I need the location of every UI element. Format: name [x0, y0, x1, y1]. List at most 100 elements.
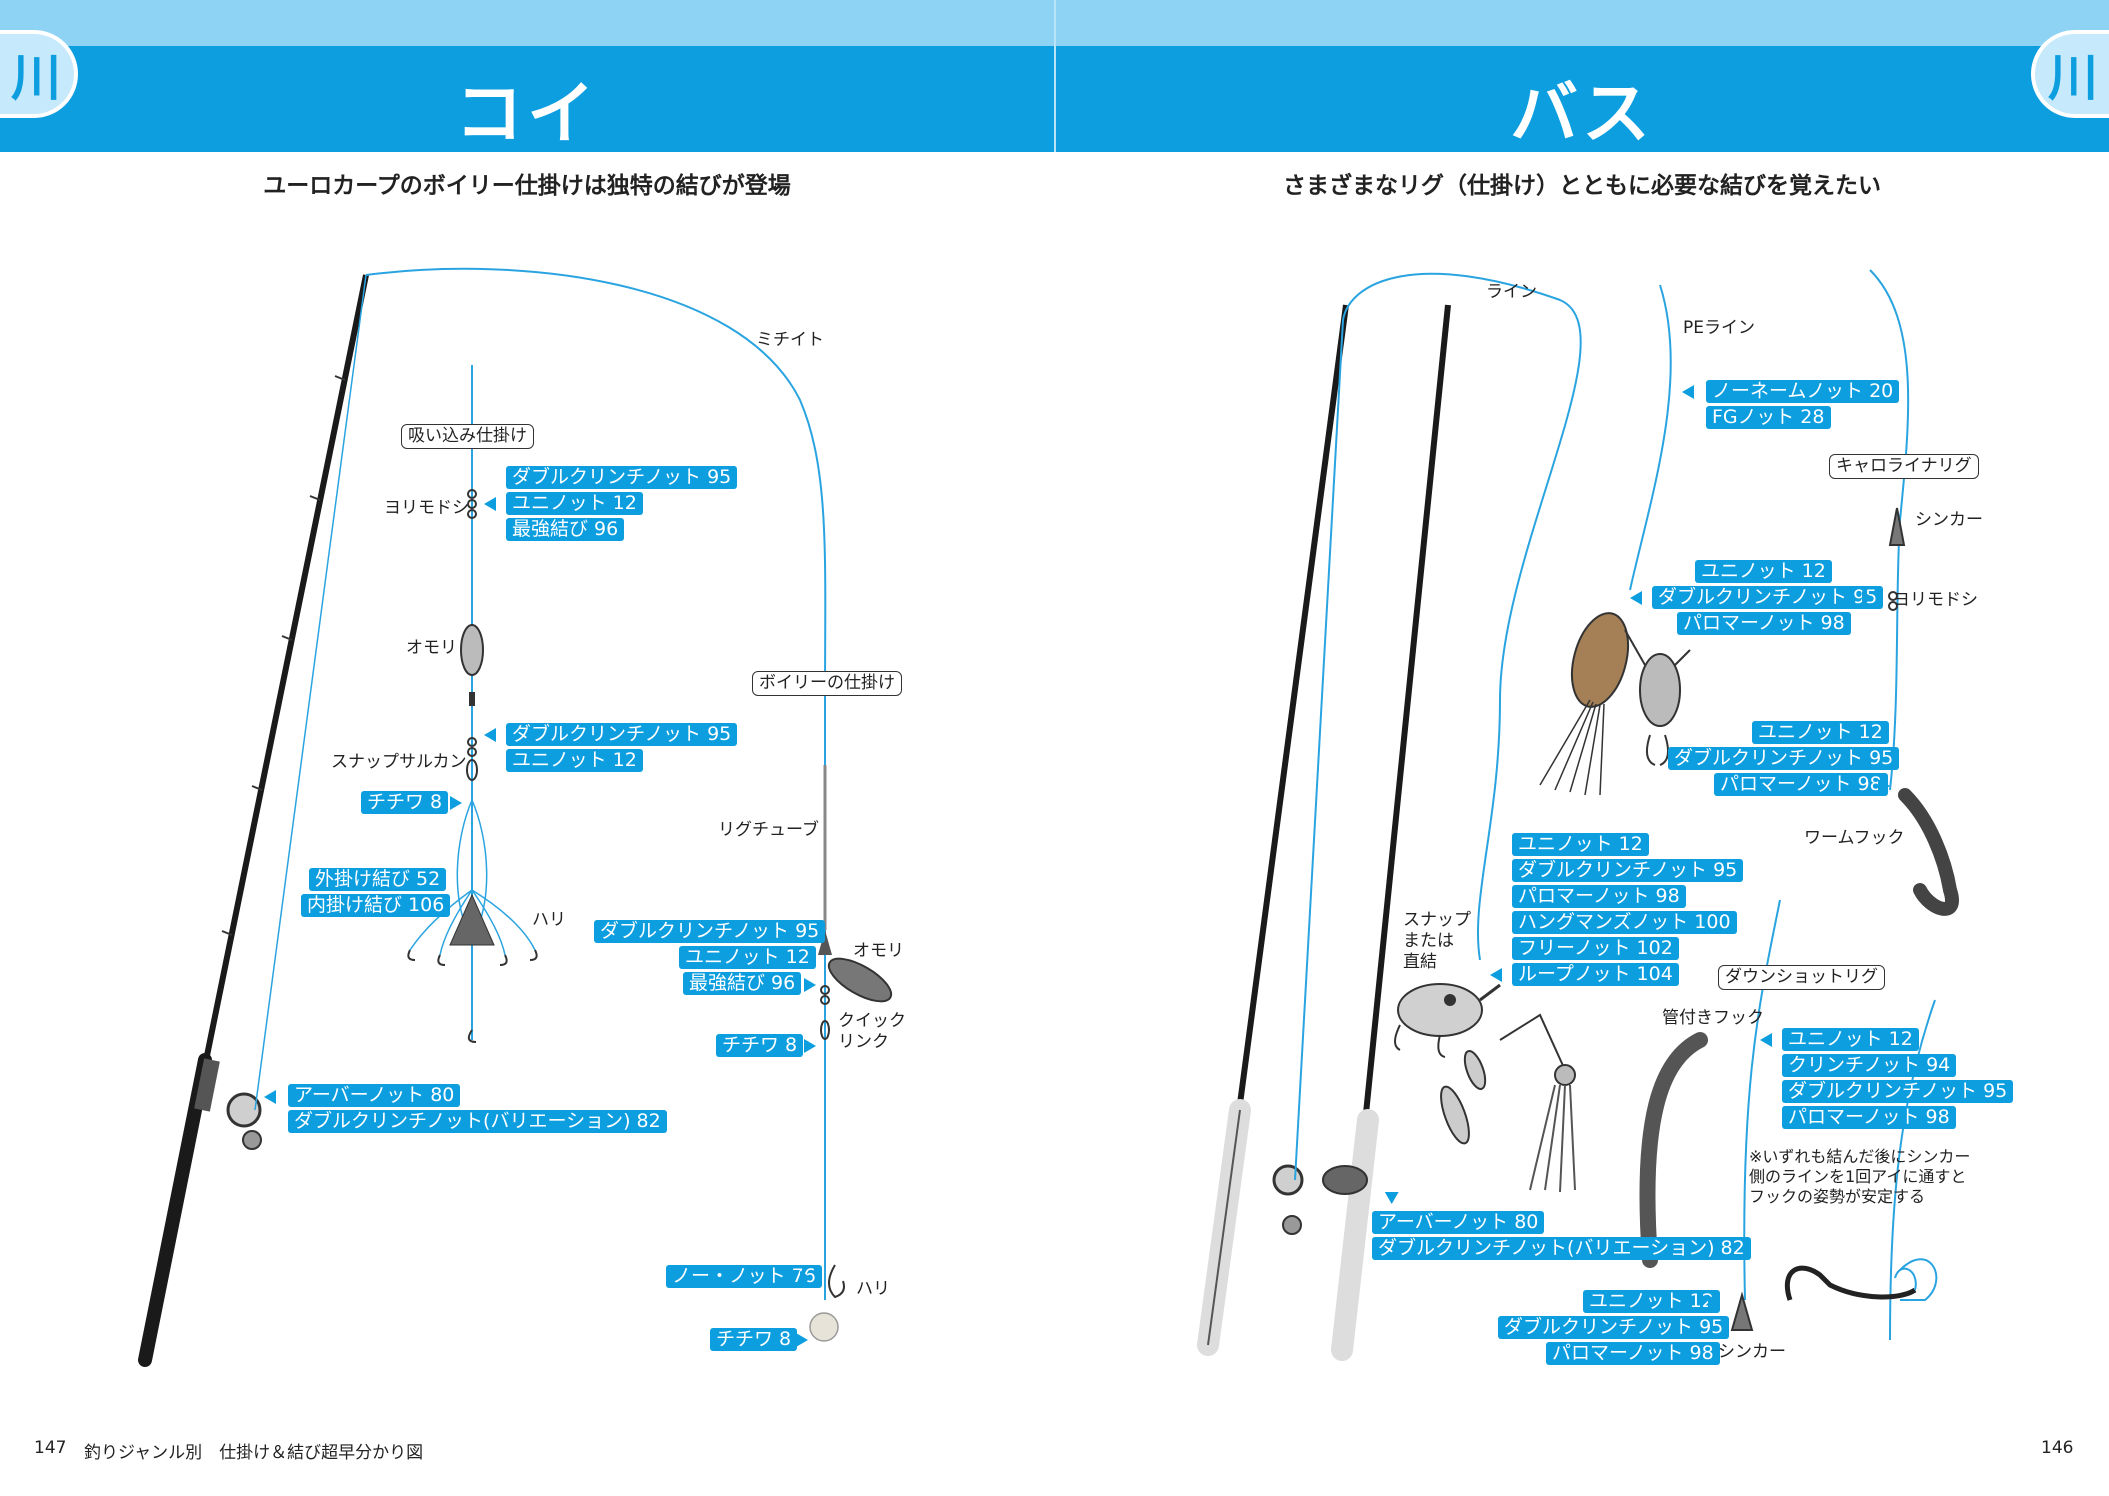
knot-tag: ダブルクリンチノット 95: [1498, 1316, 1730, 1339]
label-snap-or-direct: スナップ または 直結: [1403, 910, 1471, 972]
knot-tag: ダブルクリンチノット(バリエーション) 82: [1372, 1237, 1751, 1260]
main-line: [365, 267, 827, 1300]
knot-tag: ダブルクリンチノット 95: [506, 723, 738, 746]
knot-tag: チチワ 8: [716, 1034, 804, 1057]
knot-tag: 最強結び 96: [683, 972, 802, 995]
knot-tag: FGノット 28: [1706, 406, 1831, 429]
knot-tag: チチワ 8: [361, 791, 449, 814]
carp-fishing-rod-icon: [138, 274, 369, 1367]
pointer-arrow: [264, 1090, 276, 1104]
knot-tag: ユニノット 12: [1695, 560, 1832, 583]
label-rig-tube: リグチューブ: [718, 820, 819, 840]
label-quick-link: クイック リンク: [838, 1011, 906, 1052]
note-text: ※いずれも結んだ後にシンカー 側のラインを1回アイに通すと フックの姿勢が安定す…: [1749, 1147, 1971, 1206]
pointer-arrow: [804, 1039, 816, 1053]
pointer-arrow: [1760, 1033, 1772, 1047]
footer-book-title: 釣りジャンル別 仕掛け＆結び超早分かり図: [84, 1443, 424, 1463]
pointer-arrow: [1878, 779, 1890, 793]
frog-lure-icon: [1539, 612, 1630, 796]
label-omori: オモリ: [406, 638, 457, 658]
knot-tag: フリーノット 102: [1512, 937, 1679, 960]
knot-tag: ノー・ノット 76: [666, 1265, 822, 1288]
knot-tag: ダブルクリンチノット 95: [594, 920, 826, 943]
river-section-icon-right: 川: [2031, 30, 2109, 118]
knot-tag: パロマーノット 98: [1512, 885, 1686, 908]
label-omori-2: オモリ: [853, 941, 904, 961]
pointer-arrow: [484, 728, 496, 742]
label-yorimodoshi-bass: ヨリモドシ: [1893, 590, 1978, 610]
pointer-arrow: [1708, 1295, 1720, 1309]
pointer-arrow: [1490, 968, 1502, 982]
spinnerbait-lure-icon: [1440, 1013, 1576, 1193]
label-snap-swivel: スナップサルカン: [331, 752, 467, 772]
pointer-arrow: [484, 497, 496, 511]
knot-tag: ユニノット 12: [506, 749, 643, 772]
knot-tag: パロマーノット 98: [1782, 1106, 1956, 1129]
knot-tag: ユニノット 12: [506, 492, 643, 515]
river-section-icon-left: 川: [0, 30, 78, 118]
label-dropshot-rig: ダウンショットリグ: [1718, 965, 1885, 990]
subtitle-bass: さまざまなリグ（仕掛け）とともに必要な結びを覚えたい: [1283, 173, 1881, 199]
knot-tag: ノーネームノット 20: [1706, 380, 1900, 403]
label-suikomi-rig: 吸い込み仕掛け: [401, 424, 534, 449]
label-hari-2: ハリ: [856, 1279, 890, 1299]
knot-tag: アーバーノット 80: [288, 1084, 461, 1107]
subtitle-carp: ユーロカープのボイリー仕掛けは独特の結びが登場: [263, 173, 791, 199]
knot-tag: 内掛け結び 106: [301, 894, 451, 917]
label-worm-hook: ワームフック: [1804, 828, 1905, 848]
pointer-arrow: [796, 1333, 808, 1347]
pointer-arrow: [1862, 591, 1874, 605]
knot-tag: ダブルクリンチノット 95: [1512, 859, 1744, 882]
worm-hook-icon: [1898, 788, 1959, 916]
knot-tag: ダブルクリンチノット 95: [1652, 586, 1884, 609]
knot-tag: ユニノット 12: [679, 946, 816, 969]
label-carolina-rig: キャロライナリグ: [1829, 454, 1979, 479]
knot-tag: ダブルクリンチノット 95: [1782, 1080, 2014, 1103]
knot-tag: パロマーノット 98: [1546, 1342, 1720, 1365]
knot-tag: 外掛け結び 52: [309, 868, 447, 891]
pointer-arrow: [1630, 591, 1642, 605]
page-title-bass: バス: [1509, 75, 1654, 154]
page-number-left: 147: [34, 1438, 67, 1458]
label-boilie-rig: ボイリーの仕掛け: [752, 671, 902, 696]
knot-tag: ユニノット 12: [1782, 1028, 1919, 1051]
label-hari: ハリ: [532, 910, 566, 930]
sinker-icon: [1888, 507, 1906, 546]
knot-tag: ループノット 104: [1512, 963, 1679, 986]
pointer-arrow: [800, 1271, 812, 1285]
straight-worm-icon: [1639, 1032, 1708, 1268]
label-sinker-2: シンカー: [1718, 1342, 1786, 1362]
knot-tag: アーバーノット 80: [1372, 1211, 1545, 1234]
knot-tag: ダブルクリンチノット 95: [1668, 747, 1900, 770]
pointer-arrow: [450, 796, 462, 810]
spinning-rod-icon: [1197, 304, 1349, 1356]
label-michiito: ミチイト: [756, 330, 824, 350]
page-gutter: [1054, 0, 1056, 152]
knot-tag: クリンチノット 94: [1782, 1054, 1957, 1077]
insect-lure-icon: [1624, 629, 1691, 766]
knot-tag: 最強結び 96: [506, 518, 625, 541]
label-pe-line: PEライン: [1683, 318, 1755, 338]
pointer-arrow: [804, 978, 816, 992]
dropshot-sinker-icon: [1730, 1291, 1754, 1331]
knot-tag: パロマーノット 98: [1677, 612, 1851, 635]
knot-tag: ダブルクリンチノット(バリエーション) 82: [288, 1110, 667, 1133]
hook-detail-icon: [1784, 1258, 1938, 1301]
knot-tag: ユニノット 12: [1752, 721, 1889, 744]
knot-tag: パロマーノット 98: [1714, 773, 1888, 796]
pointer-arrow: [1682, 385, 1694, 399]
page-number-right: 146: [2041, 1438, 2074, 1458]
knot-tag: ハングマンズノット 100: [1512, 911, 1737, 934]
label-yorimodoshi: ヨリモドシ: [384, 498, 469, 518]
knot-tag: チチワ 8: [710, 1328, 798, 1351]
crankbait-lure-icon: [1394, 983, 1501, 1058]
knot-tag: ユニノット 12: [1583, 1290, 1720, 1313]
boilie-rig-icon: [809, 765, 893, 1342]
knot-tag: ダブルクリンチノット 95: [506, 466, 738, 489]
label-kantsuki-hook: 管付きフック: [1662, 1008, 1764, 1028]
page-title-carp: コイ: [454, 75, 599, 154]
knot-tag: ユニノット 12: [1512, 833, 1649, 856]
baitcasting-rod-icon: [1322, 304, 1451, 1361]
label-sinker: シンカー: [1915, 510, 1983, 530]
